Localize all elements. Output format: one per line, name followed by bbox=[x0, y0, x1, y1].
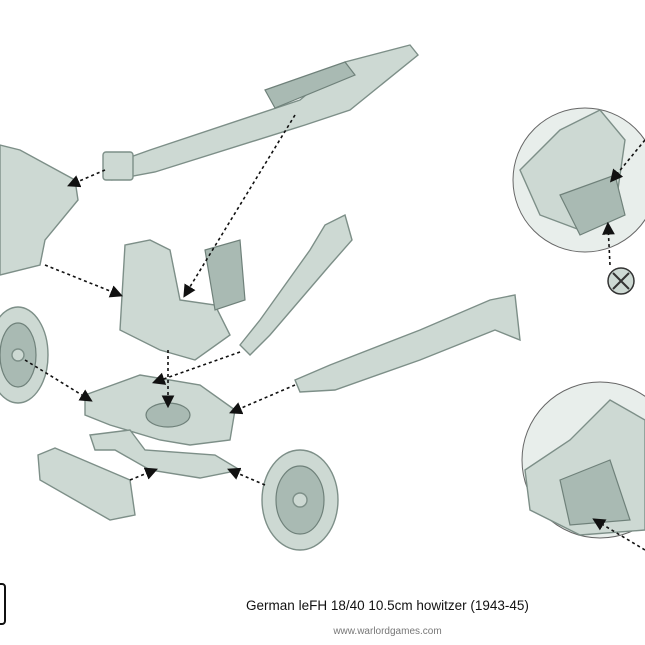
detail-inset-bottom bbox=[521, 381, 645, 539]
frame-edge bbox=[0, 583, 6, 625]
gun-cradle bbox=[119, 239, 246, 361]
detail-inset-top bbox=[512, 107, 645, 253]
bolt-icon bbox=[607, 267, 635, 295]
website-link[interactable]: www.warlordgames.com bbox=[333, 626, 442, 637]
axle bbox=[89, 429, 242, 479]
gun-shield bbox=[0, 144, 79, 276]
diagram-title: German leFH 18/40 10.5cm howitzer (1943-… bbox=[246, 598, 529, 613]
trail-leg-right bbox=[294, 294, 521, 393]
wheel-left bbox=[0, 306, 49, 404]
gun-barrel bbox=[102, 44, 419, 181]
trail-leg-upper bbox=[239, 213, 353, 356]
suspension-bar bbox=[37, 447, 136, 521]
assembly-arrows bbox=[24, 114, 645, 551]
wheel-right bbox=[261, 449, 339, 551]
